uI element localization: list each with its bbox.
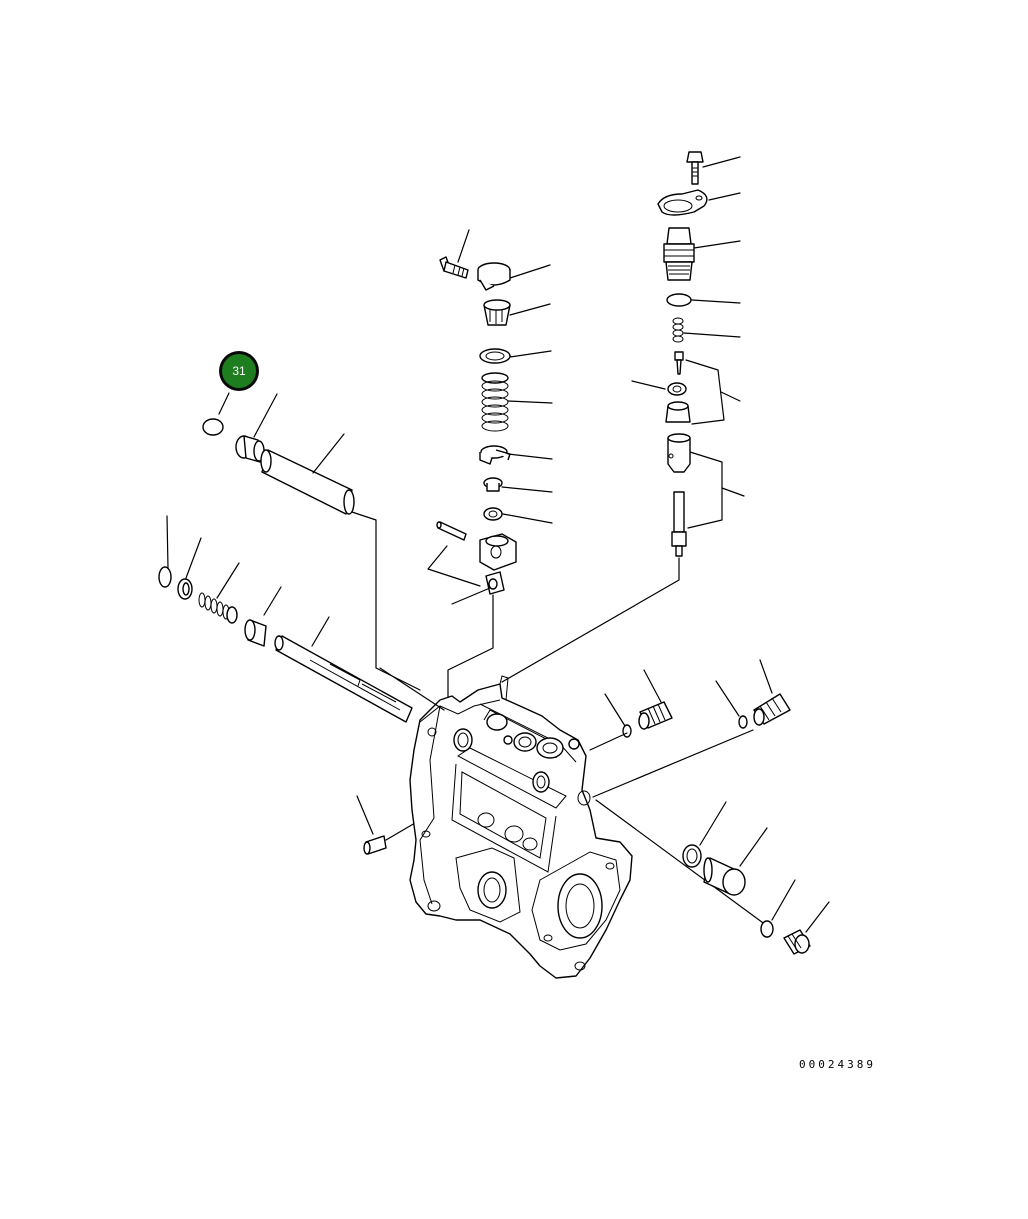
dowel-pin-part bbox=[363, 835, 387, 855]
plunger-part bbox=[483, 477, 503, 492]
cap-part bbox=[703, 857, 746, 896]
small-o-ring-right-part bbox=[738, 715, 748, 729]
threaded-plug-part bbox=[638, 701, 673, 730]
lever-block-part bbox=[479, 533, 517, 571]
flange-part bbox=[657, 189, 708, 216]
bushing-part bbox=[244, 619, 267, 647]
flange-bolt-part bbox=[686, 151, 704, 185]
shim-part bbox=[483, 507, 503, 521]
drawing-number: 00024389 bbox=[799, 1058, 876, 1071]
drain-plug-part bbox=[783, 929, 811, 955]
coil-spring-part bbox=[481, 372, 509, 432]
o-ring-part bbox=[202, 418, 224, 436]
control-sleeve-part bbox=[479, 445, 511, 465]
callout-31-badge[interactable]: 31 bbox=[219, 351, 259, 391]
pump-housing bbox=[409, 675, 633, 979]
clamp-part bbox=[477, 262, 511, 291]
ring-part bbox=[479, 348, 511, 364]
spring-seat-part bbox=[483, 299, 511, 326]
plunger-rod-part bbox=[671, 491, 687, 557]
sleeve-part bbox=[260, 449, 355, 515]
delivery-valve-holder-part bbox=[663, 227, 695, 281]
valve-stem-part bbox=[674, 351, 684, 375]
plug-part bbox=[235, 435, 265, 463]
bolt-part bbox=[439, 256, 469, 279]
control-shaft-part bbox=[274, 635, 413, 723]
pin-part bbox=[436, 521, 467, 541]
callout-31-label: 31 bbox=[232, 364, 246, 378]
barrel-part bbox=[667, 433, 691, 473]
spring-part bbox=[198, 592, 238, 624]
seal-ring-part bbox=[682, 844, 702, 868]
snap-ring-part bbox=[158, 566, 172, 588]
valve-spring-part bbox=[672, 317, 684, 343]
threaded-plug-right-part bbox=[753, 693, 791, 726]
o-ring-upper-part bbox=[666, 293, 692, 307]
o-ring-lower-part bbox=[760, 920, 774, 938]
roller-part bbox=[485, 571, 505, 595]
gasket-part bbox=[667, 382, 687, 396]
valve-seat-part bbox=[665, 401, 691, 423]
small-o-ring-part bbox=[622, 724, 632, 738]
